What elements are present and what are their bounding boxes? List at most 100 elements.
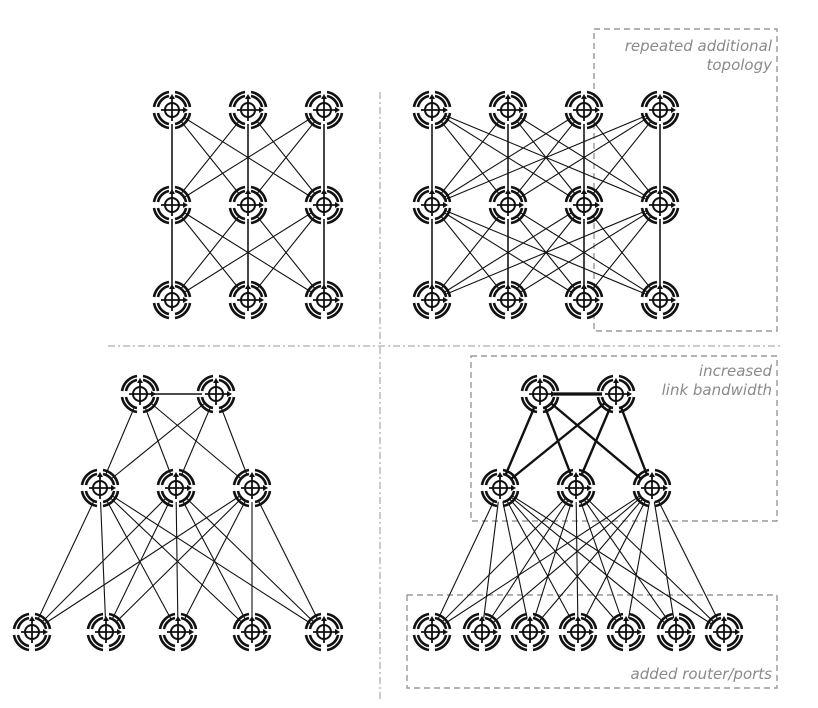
router-icon xyxy=(304,280,344,320)
repeated-topology-box xyxy=(593,28,778,332)
router-icon xyxy=(520,374,560,414)
router-icon xyxy=(488,90,528,130)
router-icon xyxy=(412,90,452,130)
link xyxy=(499,487,677,633)
router-icon xyxy=(462,612,502,652)
link xyxy=(175,487,179,633)
router-icon xyxy=(556,468,596,508)
link xyxy=(529,487,653,633)
quadrant-dividers xyxy=(108,92,780,700)
router-icon xyxy=(80,468,120,508)
link xyxy=(481,487,577,633)
link xyxy=(99,487,107,633)
router-icon xyxy=(152,280,192,320)
annotation-line-1: increased xyxy=(698,362,772,380)
repeated-topology-annotation: repeated additional topology xyxy=(625,37,772,75)
router-icon xyxy=(304,185,344,225)
link xyxy=(575,487,627,633)
link xyxy=(31,487,177,633)
link xyxy=(651,487,725,633)
link xyxy=(247,109,325,206)
router-icon xyxy=(656,612,696,652)
router-icon xyxy=(196,374,236,414)
router-icon xyxy=(304,90,344,130)
link xyxy=(177,487,253,633)
link xyxy=(499,487,531,633)
router-icon xyxy=(640,280,680,320)
link xyxy=(431,204,509,301)
link xyxy=(431,109,509,206)
router-icon xyxy=(228,90,268,130)
link xyxy=(481,487,501,633)
router-icon xyxy=(564,90,604,130)
router-icon xyxy=(412,280,452,320)
router-icon xyxy=(488,280,528,320)
link xyxy=(431,487,653,633)
annotation-line-2: link bandwidth xyxy=(661,381,772,399)
added-ports-box xyxy=(406,594,778,689)
router-icon xyxy=(704,612,744,652)
link xyxy=(577,487,653,633)
link xyxy=(175,487,325,633)
link xyxy=(499,487,627,633)
link xyxy=(247,204,325,301)
links-layer xyxy=(31,109,725,633)
link xyxy=(175,487,253,633)
router-icon xyxy=(152,90,192,130)
link xyxy=(651,487,677,633)
router-icon xyxy=(510,612,550,652)
router-icon xyxy=(640,90,680,130)
router-icon xyxy=(86,612,126,652)
router-icon xyxy=(412,612,452,652)
link xyxy=(625,487,653,633)
link xyxy=(251,487,325,633)
link xyxy=(431,487,501,633)
router-icon xyxy=(228,280,268,320)
link xyxy=(575,487,579,633)
link xyxy=(99,393,217,489)
link xyxy=(575,487,677,633)
router-icon xyxy=(232,468,272,508)
router-icon xyxy=(412,185,452,225)
router-icon xyxy=(640,185,680,225)
router-icon xyxy=(152,185,192,225)
link xyxy=(431,109,661,206)
link xyxy=(499,393,617,489)
link xyxy=(499,487,725,633)
link xyxy=(499,487,579,633)
link xyxy=(614,393,654,489)
router-icon xyxy=(232,612,272,652)
router-icon xyxy=(488,185,528,225)
router-icon xyxy=(564,280,604,320)
link xyxy=(31,487,101,633)
link xyxy=(481,487,653,633)
link xyxy=(105,487,253,633)
annotation-line-2: topology xyxy=(706,56,772,74)
router-icon xyxy=(156,468,196,508)
link xyxy=(99,487,179,633)
router-icon xyxy=(158,612,198,652)
router-icon xyxy=(304,612,344,652)
routers-layer xyxy=(12,90,744,652)
link xyxy=(583,204,661,301)
router-icon xyxy=(12,612,52,652)
link xyxy=(431,487,577,633)
link xyxy=(99,487,325,633)
link xyxy=(99,487,253,633)
router-icon xyxy=(480,468,520,508)
router-icon xyxy=(564,185,604,225)
link xyxy=(31,487,253,633)
link xyxy=(171,204,249,301)
link xyxy=(529,487,577,633)
router-icon xyxy=(228,185,268,225)
router-icon xyxy=(120,374,160,414)
router-icon xyxy=(596,374,636,414)
link xyxy=(583,109,661,206)
added-ports-annotation: added router/ports xyxy=(631,665,773,684)
link xyxy=(575,487,725,633)
link xyxy=(431,204,661,301)
link xyxy=(215,393,253,489)
router-icon xyxy=(558,612,598,652)
annotation-line: added router/ports xyxy=(630,665,773,683)
